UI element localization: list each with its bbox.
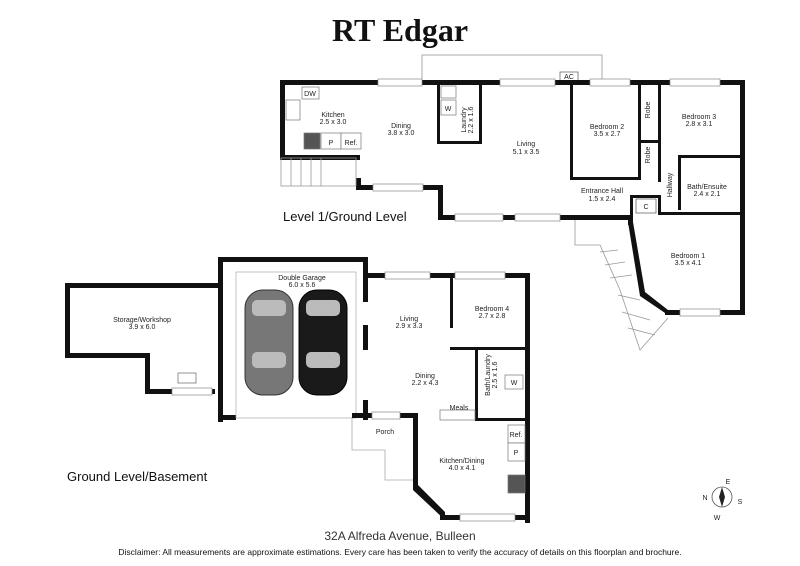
- room-size: 2.5 x 3.0: [320, 119, 347, 126]
- compass-e: E: [726, 479, 731, 486]
- fixture-dw: DW: [304, 91, 316, 98]
- room-name: Bedroom 3: [682, 114, 716, 121]
- room-size: 2.2 x 1.6: [468, 106, 475, 133]
- level-label-lower: Ground Level/Basement: [67, 469, 208, 484]
- room-size: 3.5 x 2.7: [594, 131, 621, 138]
- room-size: 2.2 x 4.3: [412, 380, 439, 387]
- room-name: Bath/Ensuite: [687, 184, 727, 191]
- disclaimer: Disclaimer: All measurements are approxi…: [118, 547, 682, 557]
- car-icon: [298, 289, 348, 396]
- compass-icon: E N S W: [702, 479, 742, 522]
- room-name: Bedroom 1: [671, 253, 705, 260]
- compass-s: S: [738, 499, 743, 506]
- room-size: 3.8 x 3.0: [388, 130, 415, 137]
- room-name: Storage/Workshop: [113, 317, 171, 324]
- room-name: Living: [400, 316, 418, 323]
- room-name: Dining: [391, 123, 411, 130]
- room-name: Entrance Hall: [581, 188, 623, 195]
- room-name: Bedroom 2: [590, 124, 624, 131]
- fixture-ac: AC: [564, 74, 574, 81]
- room-size: 4.0 x 4.1: [449, 465, 476, 472]
- fixture-fridge: Ref.: [345, 140, 358, 147]
- upper-level-plan: DW P Ref. W AC Robe Robe Hallway C Kitch…: [280, 54, 745, 351]
- room-name: Living: [517, 141, 535, 148]
- room-name: Kitchen/Dining: [439, 458, 484, 465]
- hallway-label: Hallway: [667, 172, 674, 197]
- room-size: 2.8 x 3.1: [686, 121, 713, 128]
- meals-label: Meals: [450, 405, 469, 412]
- room-name: Double Garage: [278, 275, 326, 282]
- room-name: Dining: [415, 373, 435, 380]
- brand-logo: RT Edgar: [331, 12, 469, 48]
- fixture-cupboard: C: [643, 204, 648, 211]
- room-name: Bedroom 4: [475, 306, 509, 313]
- room-name: Kitchen: [321, 112, 344, 119]
- fixture-fridge: Ref.: [510, 432, 523, 439]
- room-size: 2.9 x 3.3: [396, 323, 423, 330]
- room-name: Bath/Laundry: [485, 354, 492, 396]
- room-size: 2.4 x 2.1: [694, 191, 721, 198]
- compass-n: N: [702, 495, 707, 502]
- room-size: 5.1 x 3.5: [513, 149, 540, 156]
- porch-label: Porch: [376, 429, 394, 436]
- level-label-upper: Level 1/Ground Level: [283, 209, 407, 224]
- room-name: Laundry: [461, 107, 468, 133]
- room-size: 1.5 x 2.4: [589, 196, 616, 203]
- address: 32A Alfreda Avenue, Bulleen: [324, 529, 476, 543]
- car-icon: [244, 289, 294, 396]
- fixture-washer: W: [511, 380, 518, 387]
- compass-w: W: [714, 515, 721, 522]
- fixture-pantry: P: [329, 140, 334, 147]
- room-size: 6.0 x 5.6: [289, 282, 316, 289]
- fixture-robe: Robe: [645, 102, 652, 119]
- fixture-robe: Robe: [645, 147, 652, 164]
- lower-level-plan: Ref. P W Meals Porch Storage/Workshop 3.…: [65, 257, 530, 523]
- room-size: 2.7 x 2.8: [479, 313, 506, 320]
- room-size: 2.5 x 1.6: [492, 361, 499, 388]
- room-size: 3.5 x 4.1: [675, 260, 702, 267]
- fixture-washer: W: [445, 106, 452, 113]
- room-size: 3.9 x 6.0: [129, 324, 156, 331]
- fixture-pantry: P: [514, 450, 519, 457]
